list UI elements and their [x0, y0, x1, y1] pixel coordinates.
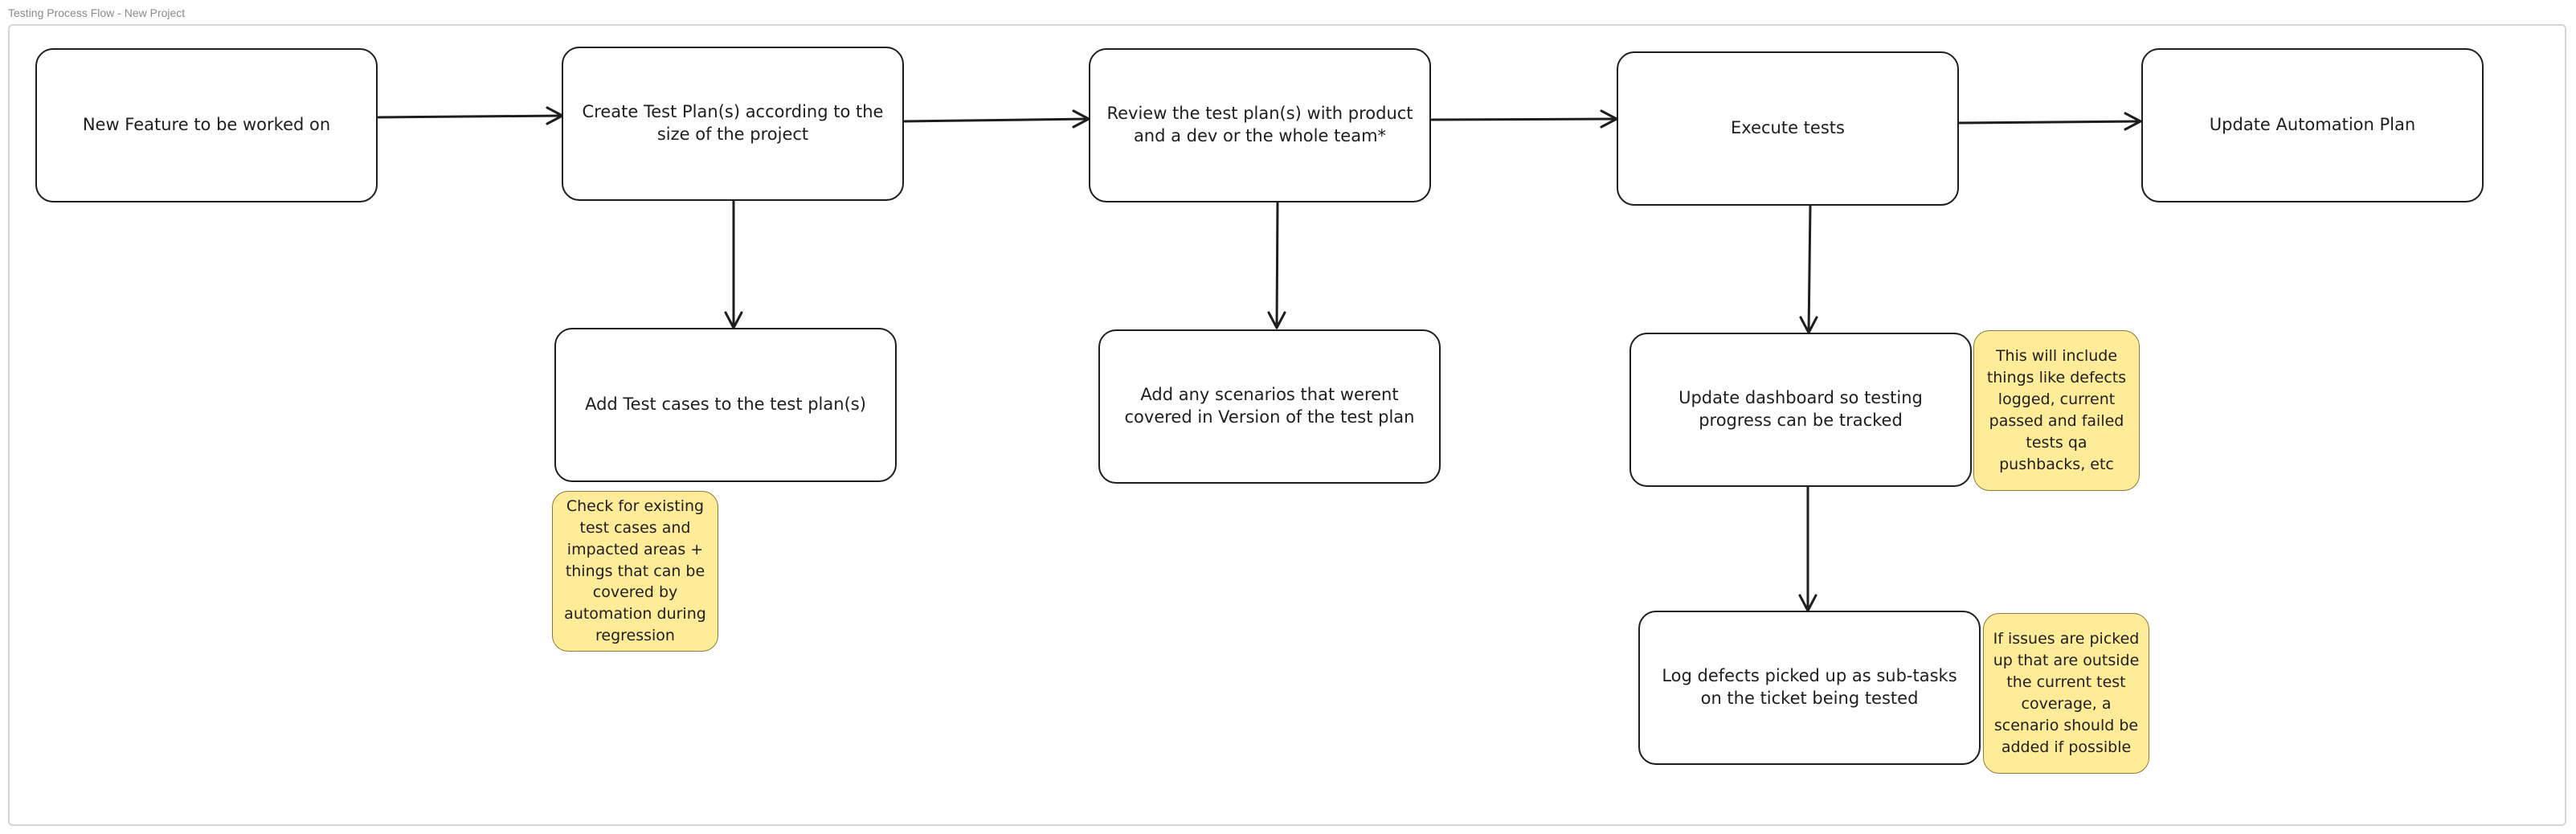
node-execute-tests[interactable]: Execute tests	[1617, 51, 1959, 206]
node-add-scenarios-label: Add any scenarios that werent covered in…	[1124, 385, 1415, 427]
node-update-dashboard-label: Update dashboard so testing progress can…	[1678, 388, 1923, 430]
node-log-defects-label: Log defects picked up as sub-tasks on th…	[1662, 666, 1957, 708]
node-update-dashboard[interactable]: Update dashboard so testing progress can…	[1629, 333, 1972, 487]
node-execute-tests-label: Execute tests	[1731, 118, 1845, 138]
node-add-test-cases[interactable]: Add Test cases to the test plan(s)	[554, 328, 897, 482]
connector-create-test-plan-to-add-test-cases[interactable]	[724, 199, 743, 329]
connector-review-to-execute-tests[interactable]	[1430, 109, 1618, 129]
connector-execute-tests-to-update-automation[interactable]	[1957, 112, 2142, 131]
note-dashboard-details[interactable]: This will include things like defects lo…	[1973, 330, 2140, 491]
node-new-feature-label: New Feature to be worked on	[82, 115, 331, 135]
node-update-automation-label: Update Automation Plan	[2209, 115, 2416, 135]
node-add-scenarios[interactable]: Add any scenarios that werent covered in…	[1098, 329, 1441, 484]
node-review-test-plan[interactable]: Review the test plan(s) with product and…	[1089, 48, 1431, 202]
note-dashboard-details-text: This will include things like defects lo…	[1986, 347, 2127, 473]
note-existing-cases[interactable]: Check for existing test cases and impact…	[552, 491, 718, 652]
canvas-frame	[8, 24, 2566, 826]
note-coverage-issues-text: If issues are picked up that are outside…	[1993, 630, 2140, 756]
note-existing-cases-text: Check for existing test cases and impact…	[564, 497, 706, 645]
connector-execute-tests-to-update-dashboard[interactable]	[1799, 204, 1818, 334]
note-coverage-issues[interactable]: If issues are picked up that are outside…	[1983, 613, 2149, 774]
connector-new-feature-to-create-test-plan[interactable]	[377, 106, 564, 125]
node-review-test-plan-label: Review the test plan(s) with product and…	[1106, 104, 1413, 145]
node-update-automation[interactable]: Update Automation Plan	[2141, 48, 2484, 202]
node-new-feature[interactable]: New Feature to be worked on	[35, 48, 378, 202]
node-create-test-plan[interactable]: Create Test Plan(s) according to the siz…	[562, 47, 904, 201]
connector-update-dashboard-to-log-defects[interactable]	[1798, 485, 1818, 612]
connector-create-test-plan-to-review[interactable]	[903, 109, 1090, 129]
page-title: Testing Process Flow - New Project	[8, 6, 186, 19]
node-create-test-plan-label: Create Test Plan(s) according to the siz…	[582, 102, 884, 144]
connector-review-to-add-scenarios[interactable]	[1267, 201, 1286, 329]
node-log-defects[interactable]: Log defects picked up as sub-tasks on th…	[1638, 611, 1981, 765]
node-add-test-cases-label: Add Test cases to the test plan(s)	[585, 395, 866, 415]
